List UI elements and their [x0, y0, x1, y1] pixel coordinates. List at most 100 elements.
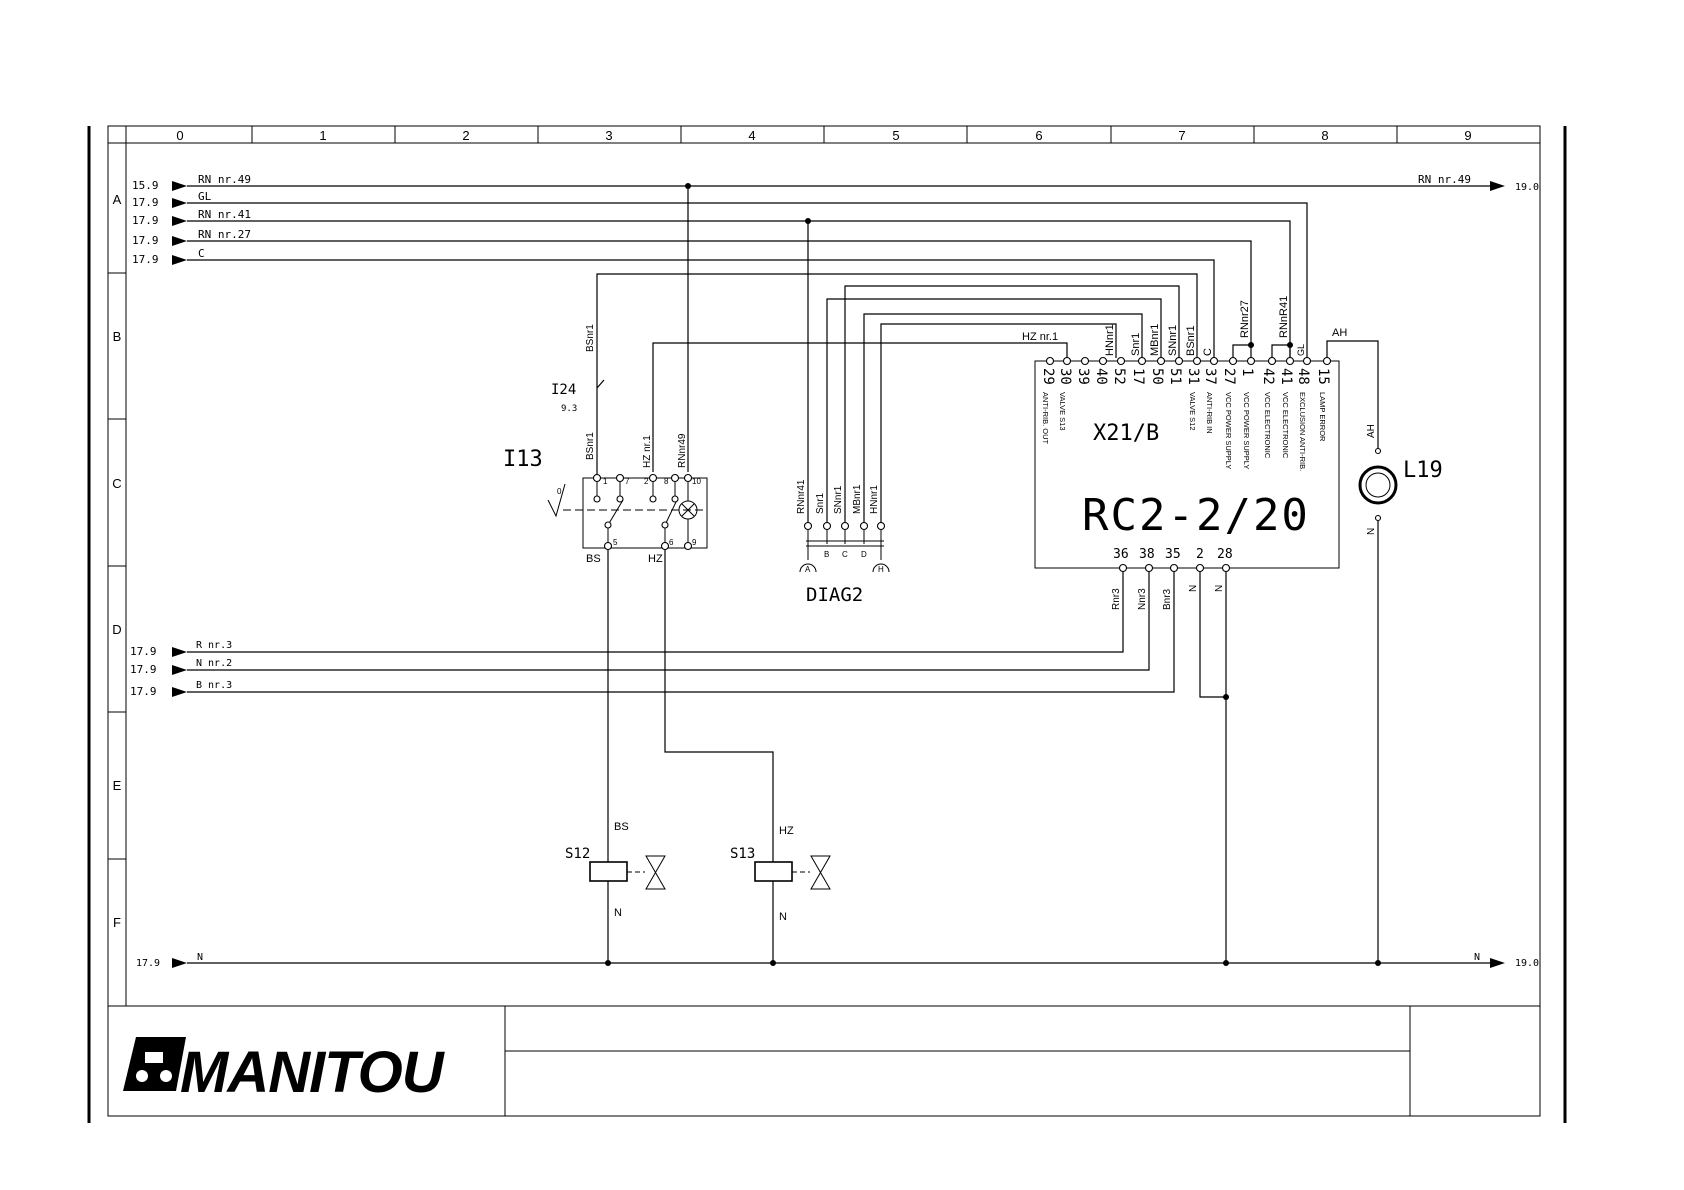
wire-label: C [1202, 348, 1214, 356]
ecu-top-pin-numbers: 29 30 39 40 52 17 50 51 31 37 27 1 42 41… [1040, 368, 1331, 385]
wire-rn27 [187, 240, 1252, 345]
wire-label: Bnr3 [1162, 588, 1173, 610]
pin-func: LAMP ERROR [1318, 392, 1327, 442]
diag-pin: A [805, 565, 811, 574]
wire-label: HZ nr.1 [1022, 331, 1058, 343]
left-wire-arrows [172, 181, 187, 968]
ecu-pin: 35 [1165, 547, 1181, 562]
i13-switch: I13 BSnr1 HZ nr.1 RNnr49 1 7 2 8 10 0 [503, 432, 708, 565]
terminal-num: 10 [692, 477, 701, 486]
terminal-num: 6 [669, 538, 674, 547]
wire-r3 [187, 572, 1124, 653]
wire-n2 [187, 572, 1150, 671]
terminal-num: 0 [557, 487, 562, 496]
pin-func: VCC POWER SUPPLY [1242, 392, 1251, 469]
wire-label: RNnr27 [1239, 300, 1251, 338]
wire-label: MBnr1 [1149, 324, 1161, 356]
wire-ref: 17.9 [130, 663, 157, 676]
wire-b3 [187, 572, 1175, 693]
wire-label: SNnr1 [1167, 325, 1179, 356]
s13-name: S13 [730, 846, 755, 862]
wire-label: SNnr1 [833, 485, 844, 514]
wire-snnr1 [844, 285, 1180, 523]
wire-ref: 17.9 [136, 958, 160, 969]
ecu-pin: 36 [1113, 547, 1129, 562]
pin-func: VALVE S13 [1058, 392, 1067, 431]
i24-name: I24 [551, 382, 576, 398]
wire-label: BS [614, 821, 629, 833]
wire-label: Snr1 [815, 492, 826, 514]
s12-solenoid: BS S12 N [565, 821, 666, 963]
wire-ref: 17.9 [132, 214, 159, 227]
diag-name: DIAG2 [806, 584, 863, 606]
ecu-pin: 31 [1185, 368, 1201, 385]
wire-label: GL [198, 190, 212, 203]
wire-label: N nr.2 [196, 658, 232, 669]
ecu-pin: 38 [1139, 547, 1155, 562]
wire-ref: 17.9 [130, 685, 157, 698]
wire-label: GL [1296, 344, 1306, 356]
wire-hnnr1 [880, 323, 1117, 523]
terminal-num: 1 [603, 477, 608, 486]
row-label: B [113, 329, 122, 344]
col-label: 5 [892, 128, 899, 143]
logo-text: MANITOU [180, 1040, 446, 1105]
col-label: 6 [1035, 128, 1042, 143]
wire-gl [187, 202, 1308, 358]
wire-label: C [198, 247, 205, 260]
wire-label: RN nr.27 [198, 228, 251, 241]
wire-label: R nr.3 [196, 640, 232, 651]
row-label: E [113, 778, 122, 793]
ecu-pin: 48 [1295, 368, 1311, 385]
col-label: 8 [1321, 128, 1328, 143]
i13-name: I13 [503, 447, 543, 472]
wire-label: HNnr1 [869, 485, 880, 514]
wire-rn41 [187, 220, 1291, 358]
wire-label: N [197, 952, 203, 963]
wire-label: HZ [779, 825, 794, 837]
col-label: 2 [462, 128, 469, 143]
wire-snr1 [863, 313, 1143, 523]
manitou-logo: MANITOU [123, 1037, 447, 1105]
ecu-pin: 41 [1278, 368, 1294, 385]
wire-ref: 17.9 [132, 253, 159, 266]
ecu-top-wire-labels: HZ nr.1 HNnr1 Snr1 MBnr1 SNnr1 BSnr1 C R… [1022, 296, 1347, 356]
row-label: A [113, 192, 122, 207]
wire-label: B nr.3 [196, 680, 232, 691]
wire-label: AH [1332, 327, 1347, 339]
col-label: 1 [319, 128, 326, 143]
diag-pin: H [878, 565, 884, 574]
wire-label: BS [586, 553, 601, 565]
col-label: 3 [605, 128, 612, 143]
ecu-pin: 28 [1217, 547, 1233, 562]
pin-func: VCC POWER SUPPLY [1224, 392, 1233, 469]
wire-hz [652, 342, 1068, 472]
pin-func: ANTI-RIB. OUT [1041, 392, 1050, 445]
wire-bsnr1 [596, 273, 1198, 388]
ecu-name: X21/B [1093, 421, 1159, 446]
wire-ref: 17.9 [132, 234, 159, 247]
left-wire-refs: 15.9 17.9 17.9 17.9 17.9 17.9 17.9 17.9 … [130, 179, 160, 969]
l19-lamp: AH L19 N [1358, 424, 1443, 963]
i24-switch: I24 9.3 BSnr1 [551, 324, 605, 478]
ecu-pin: 39 [1075, 368, 1091, 385]
wire-label: RN nr.49 [198, 173, 251, 186]
wire-label: N [779, 911, 787, 923]
row-label: F [113, 915, 121, 930]
pin-func: ANTI-RIB IN [1205, 392, 1214, 434]
s13-solenoid: HZ S13 N [730, 825, 831, 963]
diag-pin: B [824, 550, 829, 559]
col-label: 7 [1178, 128, 1185, 143]
wire-label: BSnr1 [585, 432, 596, 460]
col-label: 0 [176, 128, 183, 143]
pin-func: VALVE S12 [1188, 392, 1197, 431]
ecu-pin: 51 [1167, 368, 1183, 385]
wire-label: MBnr1 [852, 484, 863, 514]
wire-ref: 19.0 [1515, 182, 1539, 193]
ecu-pin: 50 [1149, 368, 1165, 385]
ecu-pin: 40 [1093, 368, 1109, 385]
wire-label: BSnr1 [585, 324, 596, 352]
wire-label: HZ [648, 553, 663, 565]
ecu-pin: 37 [1202, 368, 1218, 385]
wire-label: HNnr1 [1104, 324, 1116, 356]
